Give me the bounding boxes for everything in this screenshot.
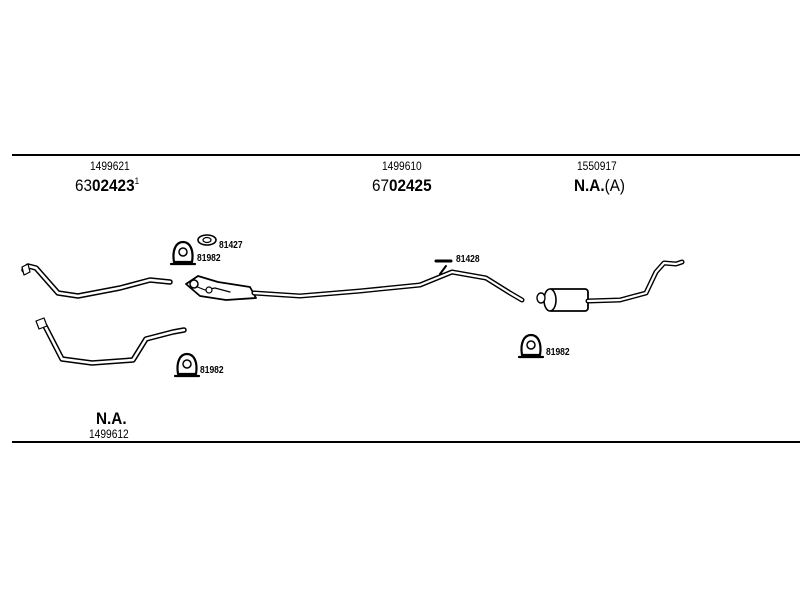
gasket-icon — [197, 234, 217, 246]
callout-hanger-bar: 81428 — [456, 254, 480, 265]
part-number-rear-silencer: 1550917 — [577, 159, 617, 173]
clamp-icon-right — [517, 333, 545, 359]
code-note: (A) — [604, 176, 626, 195]
callout-clamp-top: 81982 — [197, 253, 221, 264]
code-front-pipe: 63024231 — [75, 176, 140, 195]
callout-gasket: 81427 — [219, 240, 243, 251]
code-prefix: 67 — [372, 176, 390, 195]
middle-pipe — [251, 265, 525, 303]
code-number: 02425 — [389, 176, 432, 195]
top-divider-line — [12, 154, 800, 156]
front-pipe-upper — [21, 263, 173, 299]
code-number: 02423 — [92, 176, 135, 195]
code-alt-front-pipe: N.A. — [96, 410, 127, 427]
callout-clamp-left: 81982 — [200, 365, 224, 376]
part-number-middle-pipe: 1499610 — [382, 159, 422, 173]
code-rear-silencer: N.A.(A) — [574, 177, 625, 194]
code-prefix: 63 — [75, 176, 93, 195]
clamp-icon-top — [169, 240, 197, 266]
clamp-icon-left — [173, 352, 201, 378]
code-middle-pipe: 6702425 — [372, 177, 432, 194]
code-suffix: 1 — [134, 176, 140, 186]
middle-silencer — [185, 275, 257, 301]
front-pipe-lower — [35, 317, 187, 366]
rear-silencer — [536, 259, 685, 312]
part-number-front-pipe: 1499621 — [90, 159, 130, 173]
code-text: N.A. — [574, 176, 605, 195]
callout-clamp-right: 81982 — [546, 347, 570, 358]
code-text: N.A. — [96, 409, 127, 428]
bottom-divider-line — [12, 441, 800, 443]
part-number-alt-front-pipe: 1499612 — [89, 427, 129, 441]
